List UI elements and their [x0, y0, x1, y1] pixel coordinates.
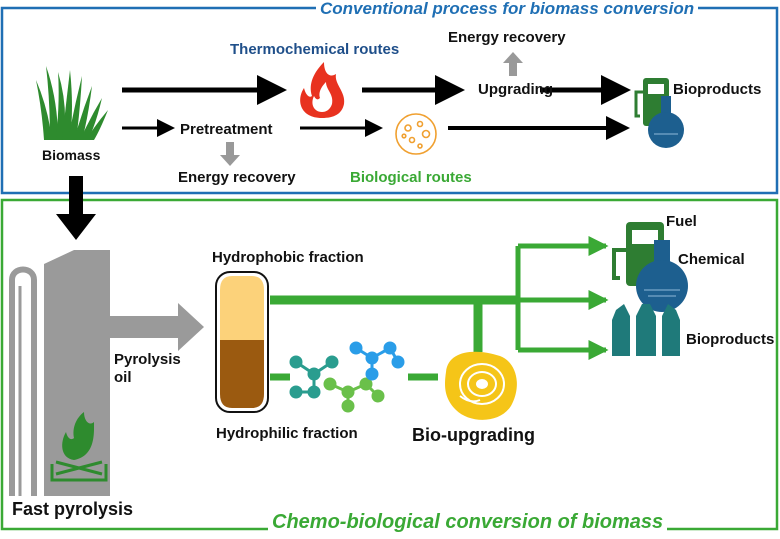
fast-pyrolysis-label: Fast pyrolysis — [12, 499, 134, 519]
microbe-icon — [395, 113, 437, 155]
bioproducts-top-label: Bioproducts — [673, 81, 762, 98]
molecule-icon-blue — [349, 341, 405, 381]
molecule-icon-teal — [289, 355, 339, 399]
bio-upgrading-label: Bio-upgrading — [412, 425, 535, 445]
burner-flame-icon — [50, 412, 108, 482]
grass-icon — [36, 66, 108, 140]
flask-icon-large — [636, 240, 688, 312]
upgrading-label: Upgrading — [478, 81, 553, 98]
hydrophobic-label: Hydrophobic fraction — [212, 249, 364, 266]
gray-arrow-down — [220, 142, 240, 166]
chemical-label: Chemical — [678, 251, 745, 268]
bioproducts-bag-icon — [612, 304, 680, 356]
energy-recovery-bottom-label: Energy recovery — [178, 169, 296, 186]
molecule-icon-green — [323, 377, 385, 413]
arrow-biomass-down — [56, 176, 96, 240]
energy-recovery-top-label: Energy recovery — [448, 29, 566, 46]
gray-arrow-up — [503, 52, 523, 76]
thermochemical-label: Thermochemical routes — [230, 41, 400, 58]
flask-icon — [648, 96, 684, 148]
pyrolysis-oil-label-line1: Pyrolysis — [114, 351, 181, 368]
biomass-label: Biomass — [42, 147, 101, 163]
conventional-title: Conventional process for biomass convers… — [316, 0, 699, 17]
pyrolysis-oil-label-line2: oil — [114, 369, 132, 386]
bio-upgrading-cell-icon — [445, 351, 517, 420]
biological-label: Biological routes — [350, 169, 472, 186]
bioproducts-bottom-label: Bioproducts — [686, 331, 775, 348]
arrow-pyrolysis-oil — [110, 303, 204, 351]
separation-jar — [215, 271, 269, 413]
green-connectors — [270, 236, 609, 381]
hydrophilic-label: Hydrophilic fraction — [216, 425, 358, 442]
pretreatment-label: Pretreatment — [180, 121, 273, 138]
flame-icon — [300, 62, 345, 118]
fuel-label: Fuel — [666, 213, 697, 230]
pyrolysis-reactor — [9, 250, 110, 496]
chemo-title: Chemo-biological conversion of biomass — [268, 512, 668, 532]
